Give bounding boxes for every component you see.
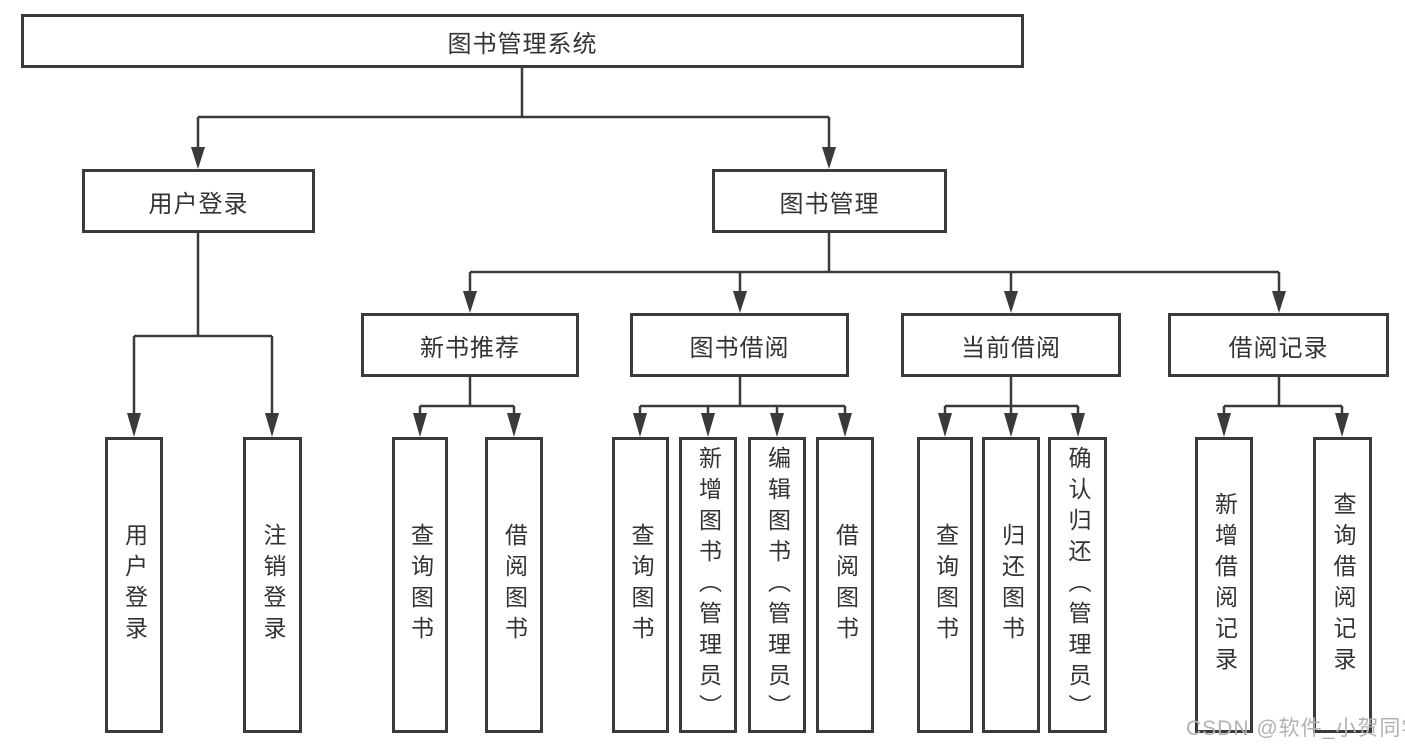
node-user-login: 用户登录 xyxy=(82,169,315,233)
leaf-borrow-add-books-admin: 新增图书（管理员） xyxy=(679,437,737,733)
node-borrow-records: 借阅记录 xyxy=(1168,313,1389,377)
node-root: 图书管理系统 xyxy=(21,14,1024,68)
leaf-current-query-books: 查询图书 xyxy=(917,437,973,733)
leaf-borrow-borrow-books: 借阅图书 xyxy=(816,437,874,733)
leaf-records-add-record: 新增借阅记录 xyxy=(1195,437,1253,733)
leaf-records-query-record: 查询借阅记录 xyxy=(1313,437,1372,733)
node-book-management: 图书管理 xyxy=(712,169,947,233)
leaf-borrow-edit-books-admin: 编辑图书（管理员） xyxy=(748,437,806,733)
leaf-current-confirm-return-admin: 确认归还（管理员） xyxy=(1048,437,1107,733)
arrowhead-icons xyxy=(127,147,1349,437)
leaf-logout: 注销登录 xyxy=(243,437,302,733)
leaf-recommend-borrow-books: 借阅图书 xyxy=(485,437,543,733)
leaf-borrow-query-books: 查询图书 xyxy=(612,437,669,733)
leaf-recommend-query-books: 查询图书 xyxy=(392,437,448,733)
leaf-current-return-books: 归还图书 xyxy=(982,437,1040,733)
node-current-borrow: 当前借阅 xyxy=(901,313,1121,377)
leaf-user-login: 用户登录 xyxy=(105,437,163,733)
node-new-book-recommend: 新书推荐 xyxy=(361,313,579,377)
csdn-watermark: CSDN @软件_小贺同学 xyxy=(1186,717,1405,740)
node-book-borrow: 图书借阅 xyxy=(630,313,849,377)
tree-edges xyxy=(132,68,1344,419)
